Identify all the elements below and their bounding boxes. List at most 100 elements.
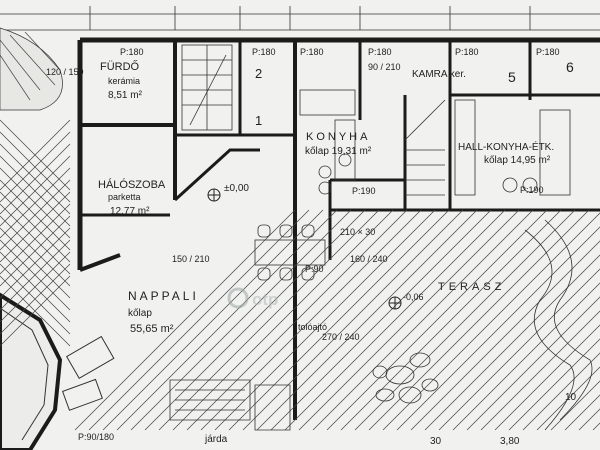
tile-hatch-line <box>0 191 71 263</box>
terrace-hatch-line <box>494 324 600 431</box>
room-area-nappali: 55,65 m² <box>130 323 174 335</box>
terrace-hatch-line <box>242 209 464 431</box>
label-p180-a: P:180 <box>120 47 144 57</box>
dimension-strip-top <box>0 6 600 31</box>
room-floor-konyha: kőlap 19,31 m² <box>305 146 372 157</box>
label-p180-e: P:180 <box>455 47 479 57</box>
terrace-hatch-line <box>144 209 366 431</box>
terrace-hatch-line <box>480 310 600 431</box>
terrace-hatch-line <box>368 209 590 431</box>
terrace-hatch-line <box>228 209 450 431</box>
room-area-haloszoba: 12,77 m² <box>110 206 150 217</box>
tile-hatch-line <box>0 143 71 215</box>
room-name-terasz: TERASZ <box>438 281 505 293</box>
dimension-labels: P:180 P:180 P:180 P:180 P:180 P:180 P:19… <box>46 47 577 447</box>
label-window-120-150: 120 / 150 <box>46 67 84 77</box>
tile-hatch-line <box>0 119 71 191</box>
label-210x30: 210 × 30 <box>340 227 375 237</box>
terrace-hatch-line <box>466 296 600 431</box>
terrace-hatch-line <box>284 209 506 431</box>
label-num-1: 1 <box>255 113 262 128</box>
terrace-hatch-line <box>214 209 436 431</box>
terrace-hatch-line <box>130 209 352 431</box>
room-floor-haloszoba: parketta <box>108 192 141 202</box>
hall-fixtures <box>454 99 571 196</box>
room-name-hall: HALL-KONYHA-ÉTK. <box>458 140 554 153</box>
tile-hatch-line <box>0 215 71 287</box>
terrace-hatch-line <box>172 209 394 431</box>
terrace-hatch-line <box>298 209 520 431</box>
room-area-furdo: 8,51 m² <box>108 90 143 101</box>
terrace-hatch-line <box>200 209 422 431</box>
stairs-icon <box>181 44 233 131</box>
room-floor-nappali: kőlap <box>128 308 152 319</box>
terrace-hatch-line <box>550 380 600 431</box>
terrace-hatch <box>74 209 600 431</box>
terrace-hatch-line <box>396 226 600 431</box>
terrace-hatch-line <box>102 209 324 431</box>
rock-garden <box>372 352 439 404</box>
label-p90-180: P:90/180 <box>78 432 114 442</box>
label-dim-380: 3,80 <box>500 436 520 447</box>
terrace-hatch-line <box>158 209 380 431</box>
label-dim-10: 10 <box>565 392 577 403</box>
label-door-270-240: 270 / 240 <box>322 332 360 342</box>
elevation-marker-icon <box>207 188 402 310</box>
room-name-haloszoba: HÁLÓSZOBA <box>98 178 166 191</box>
tile-hatch-line <box>0 131 71 203</box>
label-num-5: 5 <box>508 69 516 85</box>
watermark-text: otp <box>252 290 278 309</box>
terrace-curves <box>524 219 593 431</box>
tile-hatch-line <box>0 155 71 227</box>
room-floor-furdo: kerámia <box>108 76 140 86</box>
terrace-hatch-line <box>438 268 600 431</box>
room-name-furdo: FÜRDŐ <box>100 59 140 73</box>
label-jarda: járda <box>204 434 228 445</box>
tile-hatch-line <box>0 239 71 311</box>
terrace-hatch-line <box>74 209 296 431</box>
tile-hatch-line <box>0 179 71 251</box>
terrace-hatch-line <box>186 209 408 431</box>
label-num-6: 6 <box>566 59 574 75</box>
terrace-hatch-line <box>508 338 600 431</box>
room-name-kamra: KAMRA ker. <box>412 69 466 80</box>
room-name-nappali: NAPPALI <box>128 289 199 303</box>
tile-hatch-line <box>0 227 71 299</box>
octagonal-bay <box>0 292 115 450</box>
label-p190-b: P:190 <box>520 185 544 195</box>
terrace-hatch-line <box>354 209 576 431</box>
watermark: otp <box>227 287 278 309</box>
tile-hatch-line <box>0 251 71 323</box>
label-elev-terasz: -0,06 <box>403 292 424 302</box>
terrace-hatch-line <box>270 209 492 431</box>
label-p190-a: P:190 <box>352 186 376 196</box>
terrace-hatch-line <box>410 240 600 431</box>
label-elev-main: ±0,00 <box>224 183 249 194</box>
terrace-hatch-line <box>340 209 562 431</box>
label-p90: P:90 <box>305 264 324 274</box>
terrace-hatch-line <box>256 209 478 431</box>
label-door-160-240: 160 / 240 <box>350 254 388 264</box>
terrace-hatch-line <box>326 209 548 431</box>
label-door-150-210: 150 / 210 <box>172 254 210 264</box>
tile-hatch-line <box>0 275 71 347</box>
label-p180-f: P:180 <box>536 47 560 57</box>
label-tolo: tolóajtó <box>298 322 327 332</box>
room-labels: FÜRDŐ kerámia 8,51 m² HÁLÓSZOBA parketta… <box>98 59 554 335</box>
dining-table <box>254 224 326 281</box>
terrace-hatch-line <box>452 282 600 431</box>
label-p180-b: P:180 <box>252 47 276 57</box>
tile-hatch-line <box>0 167 71 239</box>
terrace-hatch-line <box>424 254 600 431</box>
tile-hatch-line <box>0 263 71 335</box>
terrace-hatch-line <box>88 209 310 431</box>
label-p180-c: P:180 <box>300 47 324 57</box>
label-num-2: 2 <box>255 66 262 81</box>
garden-hatch-top-left <box>0 27 63 111</box>
kitchen-counter <box>299 89 356 195</box>
label-door-90-210: 90 / 210 <box>368 62 401 72</box>
terrace-hatch-line <box>536 366 600 431</box>
tile-hatch-line <box>0 203 71 275</box>
